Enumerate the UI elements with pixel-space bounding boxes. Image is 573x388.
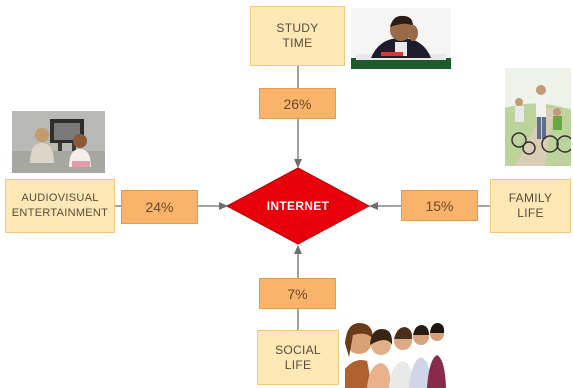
children-watching-tv-photo xyxy=(12,111,105,173)
social-life-percent: 7% xyxy=(259,278,336,309)
internet-diamond xyxy=(225,167,371,245)
social-life-box: SOCIAL LIFE xyxy=(257,330,339,385)
family-cycling-photo xyxy=(505,68,571,166)
group-of-teens-photo xyxy=(345,317,446,388)
family-life-box: FAMILY LIFE xyxy=(490,179,571,233)
study-time-percent: 26% xyxy=(259,88,336,119)
audiovisual-percent: 24% xyxy=(121,190,198,224)
internet-label: INTERNET xyxy=(266,199,330,213)
boy-studying-photo xyxy=(351,8,451,69)
study-time-box: STUDY TIME xyxy=(250,6,345,66)
audiovisual-entertainment-box: AUDIOVISUAL ENTERTAINMENT xyxy=(5,179,115,233)
family-life-percent: 15% xyxy=(401,190,478,221)
